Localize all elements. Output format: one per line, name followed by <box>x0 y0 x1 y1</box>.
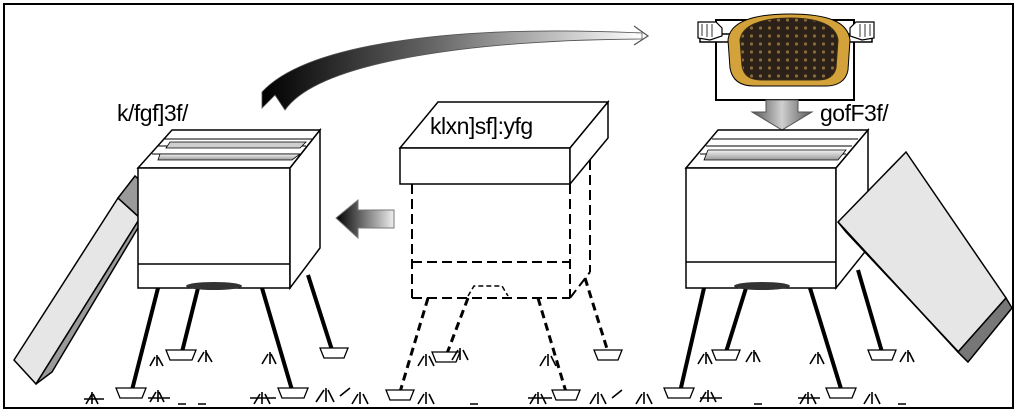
grass-tuft <box>261 352 277 365</box>
left-hive-label: k/fgf]3f/ <box>117 100 188 126</box>
grass-tuft <box>451 348 469 361</box>
right-hive-entrance <box>734 282 790 290</box>
left-arrow-icon <box>335 198 395 240</box>
grass-tuft <box>589 389 623 405</box>
hand-icon <box>849 21 875 41</box>
grass-tuft <box>197 350 213 363</box>
grass-tuft <box>315 387 351 403</box>
grass-tuft <box>745 350 761 363</box>
grass-tuft <box>417 392 435 405</box>
grass-tuft <box>635 392 653 405</box>
leg-water-cups <box>115 347 897 401</box>
grass-tuft <box>863 392 881 405</box>
right-hive-legs <box>678 269 884 393</box>
grass-tuft <box>539 354 557 367</box>
middle-hive-box-outline <box>411 160 591 299</box>
grass-tuft <box>351 392 369 405</box>
middle-hive-legs <box>398 277 610 393</box>
hand-icon <box>697 21 723 41</box>
left-hive-legs <box>130 274 334 391</box>
grass-tuft <box>798 392 820 405</box>
left-hive-frames <box>152 138 312 161</box>
grass-tuft <box>899 350 915 363</box>
grass-tuft <box>149 355 164 367</box>
grass-tuft <box>417 354 435 367</box>
grass-tuft <box>697 352 713 365</box>
honeycomb-frame-icon <box>697 13 875 101</box>
left-hive-entrance <box>186 282 242 290</box>
curved-arrow-icon <box>261 25 650 111</box>
middle-hive-lid <box>398 99 610 187</box>
left-hive-lid <box>13 174 159 386</box>
grass-tuft <box>809 352 825 365</box>
middle-hive <box>398 99 610 393</box>
right-hive-frames <box>700 138 858 161</box>
right-hive <box>678 127 1013 393</box>
grass-tuft <box>148 390 170 403</box>
grass-tuft <box>699 390 722 403</box>
middle-hive-label: klxn]sf]:yfg <box>430 113 533 139</box>
grass-tuft <box>528 392 552 405</box>
grass-tuft <box>84 392 104 405</box>
left-hive <box>13 127 334 391</box>
right-hive-lid <box>836 150 1013 364</box>
right-hive-label: gofF3f/ <box>820 100 889 126</box>
diagram-border <box>3 3 1014 409</box>
grass-tuft <box>250 392 276 405</box>
grass-tufts <box>84 348 915 405</box>
down-arrow-icon <box>750 99 814 131</box>
